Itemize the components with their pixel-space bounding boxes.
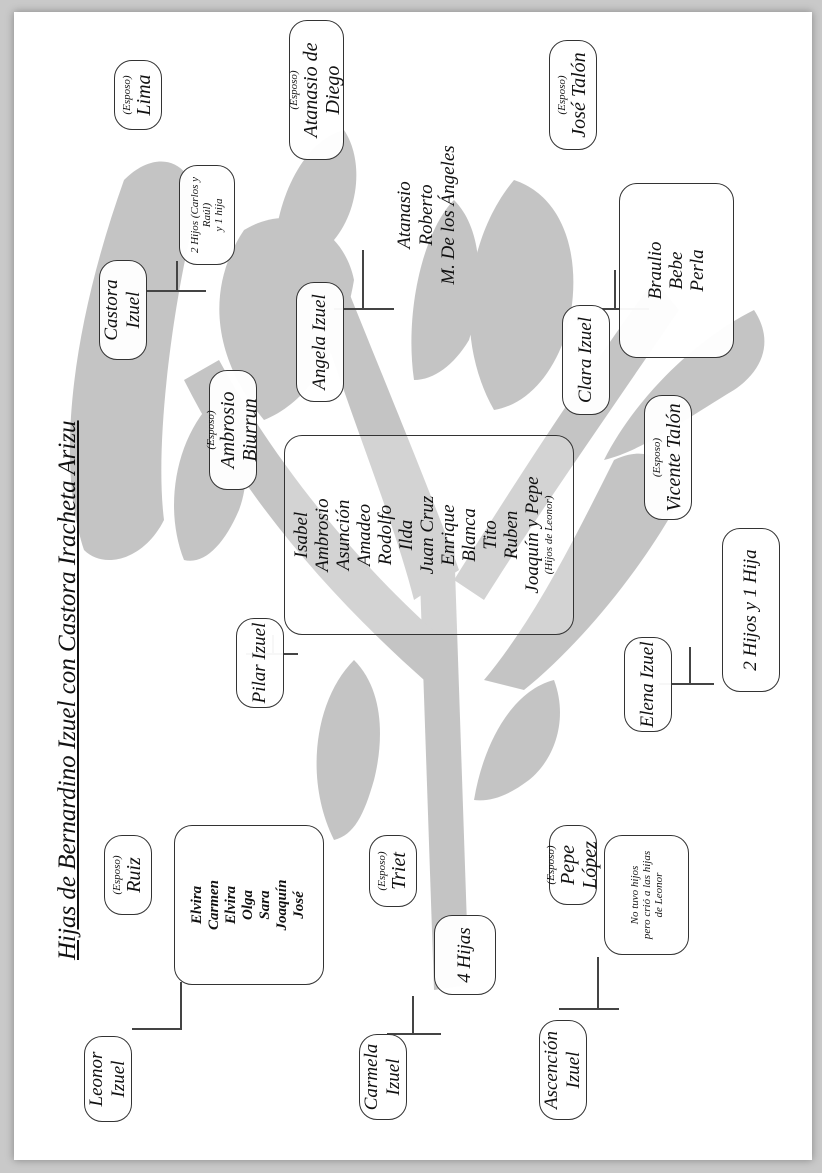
child-line-leonor bbox=[180, 982, 182, 1030]
child-item: Joaquín bbox=[274, 879, 290, 931]
child-item: Perla bbox=[687, 249, 708, 292]
child-item: Carmen bbox=[206, 880, 222, 931]
spouse-pilar: (Esposo) Ambrosio Biurrun bbox=[204, 370, 261, 490]
children-note: (Hijos de Leonor) bbox=[543, 495, 555, 575]
spouse-tag-carmela: (Esposo) bbox=[375, 851, 388, 891]
child-item: Asunción bbox=[333, 499, 354, 571]
spouse-name-ascencion: Pepe López bbox=[556, 841, 601, 889]
spouse-tag-ascencion: (Esposo) bbox=[544, 845, 557, 885]
children-elena: 2 Hijos y 1 Hija bbox=[722, 528, 780, 692]
marriage-line-ascencion bbox=[559, 1008, 619, 1010]
child-item: Isabel bbox=[291, 511, 312, 559]
spouse-carmela: (Esposo) Triet bbox=[369, 835, 417, 907]
children-clara: Braulio Bebe Perla bbox=[619, 183, 734, 358]
child-item: Ilda bbox=[396, 519, 417, 551]
daughter-leonor: Leonor Izuel bbox=[84, 1036, 132, 1122]
note-line: pero crió a las hijas bbox=[640, 850, 653, 940]
daughter-pilar: Pilar Izuel bbox=[236, 618, 284, 708]
child-item: Joaquín y Pepe bbox=[522, 476, 543, 594]
spouse-name-clara: José Talón bbox=[567, 52, 590, 138]
child-item: Olga bbox=[240, 890, 256, 920]
note-line: y 1 hija bbox=[213, 198, 225, 232]
child-item: Ambrosio bbox=[312, 498, 333, 572]
spouse-name-pilar: Ambrosio Biurrun bbox=[216, 391, 261, 469]
child-item: Bebe bbox=[666, 251, 687, 290]
note-line: 2 Hijos (Carlos y Raúl) bbox=[189, 176, 213, 254]
child-item: José bbox=[291, 891, 307, 919]
child-item: Elvira bbox=[223, 885, 239, 925]
spouse-ascencion: (Esposo) Pepe López bbox=[544, 825, 601, 905]
spouse-angela: (Esposo) Atanasio de Diego bbox=[288, 20, 344, 160]
child-item: Rodolfo bbox=[375, 504, 396, 566]
child-item: Enrique bbox=[438, 504, 459, 566]
spouse-tag-castora: (Esposo) bbox=[120, 75, 133, 115]
children-carmela: 4 Hijas bbox=[434, 915, 496, 995]
child-item: Ruben bbox=[501, 510, 522, 560]
spouse-castora: (Esposo) Lima bbox=[114, 60, 162, 130]
children-angela: Atanasio Roberto M. De los Ángeles bbox=[394, 105, 504, 325]
daughter-ascencion: Ascención Izuel bbox=[539, 1020, 587, 1120]
child-item: Braulio bbox=[645, 241, 666, 300]
spouse-tag-elena: (Esposo) bbox=[650, 437, 663, 478]
child-item: Blanca bbox=[459, 508, 480, 562]
child-item: Tito bbox=[480, 520, 501, 550]
child-item: M. De los Ángeles bbox=[438, 145, 459, 285]
spouse-name-leonor: Ruiz bbox=[122, 857, 145, 893]
spouse-tag-leonor: (Esposo) bbox=[110, 855, 123, 895]
child-line-elena bbox=[689, 647, 691, 685]
spouse-clara: (Esposo) José Talón bbox=[549, 40, 597, 150]
spouse-name-carmela: Triet bbox=[387, 852, 410, 890]
note-line: No tuvo hijos bbox=[628, 865, 641, 925]
spouse-leonor: (Esposo) Ruiz bbox=[104, 835, 152, 915]
child-item: Amadeo bbox=[354, 503, 375, 567]
daughter-elena: Elena Izuel bbox=[624, 637, 672, 732]
daughter-angela: Angela Izuel bbox=[296, 282, 344, 402]
children-ascencion: No tuvo hijos pero crió a las hijas de L… bbox=[604, 835, 689, 955]
children-leonor: Elvira Carmen Elvira Olga Sara Joaquín J… bbox=[174, 825, 324, 985]
spouse-tag-angela: (Esposo) bbox=[288, 70, 300, 110]
spouse-elena: (Esposo) Vicente Talón bbox=[644, 395, 692, 520]
child-item: Elvira bbox=[189, 885, 205, 925]
page-title: Hijas de Bernardino Izuel con Castora Ir… bbox=[54, 420, 81, 960]
marriage-line-leonor bbox=[132, 1028, 182, 1030]
spouse-name-angela: Atanasio de Diego bbox=[300, 42, 344, 138]
child-line-clara bbox=[614, 270, 616, 310]
daughter-carmela: Carmela Izuel bbox=[359, 1034, 407, 1120]
spouse-name-castora: Lima bbox=[132, 74, 155, 116]
spouse-name-elena: Vicente Talón bbox=[662, 403, 685, 512]
child-item: Juan Cruz bbox=[417, 495, 438, 575]
child-line-angela bbox=[362, 250, 364, 310]
daughter-clara: Clara Izuel bbox=[562, 305, 610, 415]
spouse-tag-clara: (Esposo) bbox=[555, 75, 568, 115]
child-item: Roberto bbox=[416, 184, 437, 246]
child-item: Sara bbox=[257, 890, 273, 920]
child-item: Atanasio bbox=[394, 181, 415, 249]
children-pilar: Isabel Ambrosio Asunción Amadeo Rodolfo … bbox=[284, 435, 574, 635]
children-castora: 2 Hijos (Carlos y Raúl) y 1 hija bbox=[179, 165, 235, 265]
note-line: de Leonor bbox=[652, 872, 665, 918]
child-line-carmela bbox=[412, 996, 414, 1034]
family-tree-diagram: Hijas de Bernardino Izuel con Castora Ir… bbox=[14, 12, 812, 1160]
daughter-castora: Castora Izuel bbox=[99, 260, 147, 360]
spouse-tag-pilar: (Esposo) bbox=[204, 410, 217, 450]
child-line-ascencion bbox=[597, 957, 599, 1009]
child-line-castora bbox=[176, 261, 178, 291]
document-page: Hijas de Bernardino Izuel con Castora Ir… bbox=[14, 12, 812, 1160]
